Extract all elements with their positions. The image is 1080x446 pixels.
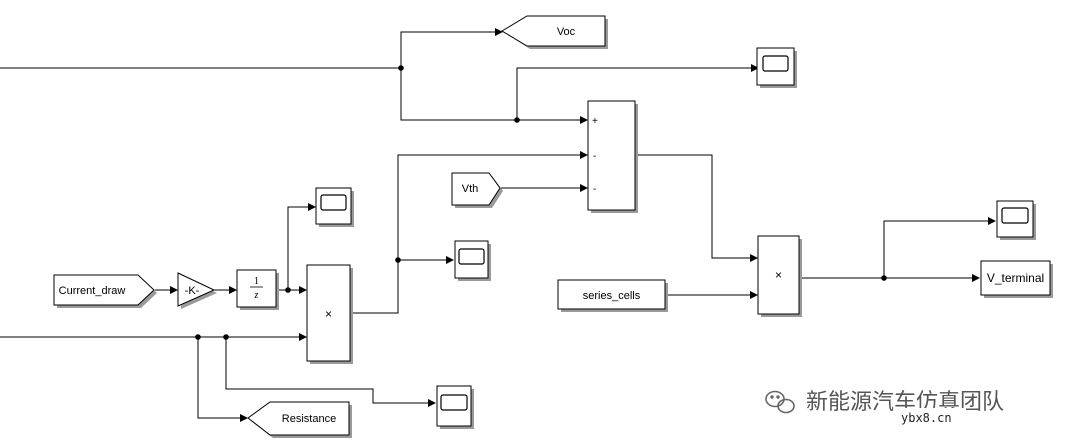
junction-dots [195,65,887,340]
v-terminal-label: V_terminal [987,271,1044,285]
unit-delay-numerator: 1 [254,276,259,287]
wechat-icon [765,390,795,414]
gain-label: -K- [185,285,200,297]
vth-label: Vth [462,183,479,195]
watermark: 新能源汽车仿真团队 ybx8.cn [765,390,1004,427]
scope-screen-icon [458,248,485,265]
scope-unit-delay[interactable] [315,187,354,227]
gain-block[interactable]: -K- [177,272,217,309]
voc-label: Voc [557,26,576,38]
unit-delay-denominator: z [254,290,259,301]
sum-sign-2: - [593,151,596,162]
scope-screen-icon [762,55,789,72]
product-2-symbol: × [775,268,782,282]
unit-delay-block[interactable]: 1 z [236,269,279,310]
product-block-1[interactable]: × [306,264,353,364]
scope-screen-icon [440,394,468,411]
product-1-symbol: × [325,307,332,321]
scope-screen-icon [1001,207,1029,224]
signal-wires [0,31,991,419]
resistance-label: Resistance [282,413,336,425]
series-cells-constant[interactable]: series_cells [557,279,668,312]
voc-goto-tag[interactable]: Voc [501,15,608,49]
product-block-2[interactable]: × [757,235,802,317]
sum-block[interactable]: + - - [587,100,638,213]
current-draw-label: Current_draw [59,285,126,297]
sum-sign-3: - [593,184,596,195]
sum-sign-1: + [592,116,598,127]
signal-arrowheads [170,28,996,422]
v-terminal-outport[interactable]: V_terminal [980,260,1053,298]
vth-from-tag[interactable]: Vth [451,172,503,208]
scope-product-1[interactable] [454,240,491,281]
series-cells-label: series_cells [583,290,641,302]
scope-voc[interactable] [756,47,797,88]
scope-v-terminal[interactable] [996,200,1036,240]
scope-resistance[interactable] [436,385,474,429]
watermark-url: ybx8.cn [901,411,952,425]
watermark-url-backdrop [896,408,966,427]
resistance-goto-tag[interactable]: Resistance [247,401,352,438]
current-draw-from-tag[interactable]: Current_draw [53,274,157,308]
scope-screen-icon [320,194,347,211]
